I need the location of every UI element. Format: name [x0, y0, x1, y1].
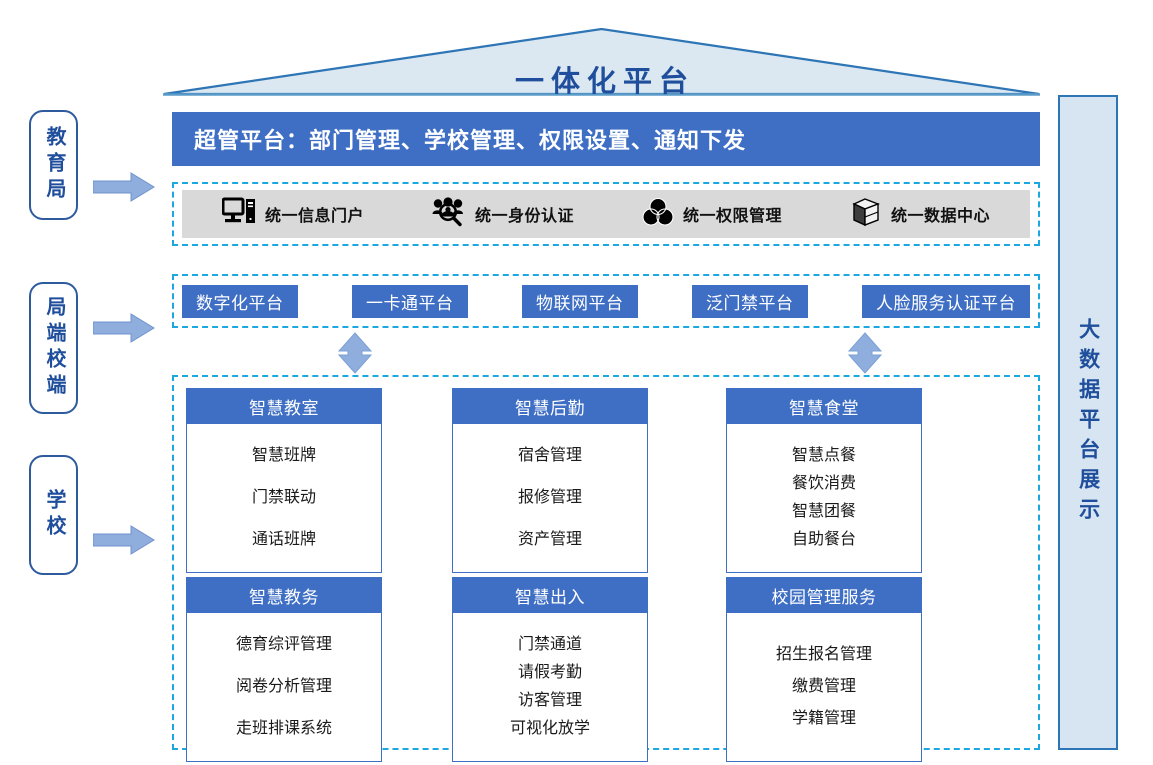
- module-card-body: 智慧点餐餐饮消费智慧团餐自助餐台: [727, 424, 921, 572]
- module-card-item[interactable]: 可视化放学: [509, 720, 590, 737]
- unified-service-item-portal[interactable]: 统一信息门户: [221, 197, 364, 232]
- venn-circles-icon: [642, 197, 674, 232]
- module-card-body: 门禁通道请假考勤访客管理可视化放学: [453, 613, 647, 761]
- module-card-item[interactable]: 资产管理: [517, 531, 582, 548]
- platform-tag-access-control[interactable]: 泛门禁平台: [692, 284, 808, 318]
- unified-service-item-identity[interactable]: 统一身份认证: [432, 196, 574, 232]
- bigdata-platform-label: 大数据平台展示: [1076, 317, 1100, 528]
- platform-tag-face-auth[interactable]: 人脸服务认证平台: [862, 284, 1030, 318]
- module-cards-grid: 智慧教室 智慧班牌门禁联动通话班牌 智慧后勤 宿舍管理报修管理资产管理 智慧食堂…: [186, 388, 1026, 762]
- module-card-item[interactable]: 招生报名管理: [775, 646, 872, 663]
- module-card-item[interactable]: 访客管理: [517, 692, 582, 709]
- module-card-item[interactable]: 阅卷分析管理: [235, 678, 332, 695]
- module-card-item[interactable]: 走班排课系统: [235, 720, 332, 737]
- double-arrow-vertical-icon: [844, 332, 886, 379]
- module-card-smart-logistics[interactable]: 智慧后勤 宿舍管理报修管理资产管理: [452, 388, 648, 573]
- roof-banner: 一体化平台: [163, 28, 1040, 98]
- module-card-title: 校园管理服务: [727, 578, 921, 613]
- module-card-smart-canteen[interactable]: 智慧食堂 智慧点餐餐饮消费智慧团餐自助餐台: [726, 388, 922, 573]
- unified-service-label: 统一信息门户: [264, 208, 364, 225]
- stage-label-bureau-school-end: 局端校端: [29, 282, 78, 414]
- right-arrow-icon: [92, 172, 155, 207]
- module-card-item[interactable]: 德育综评管理: [235, 636, 332, 653]
- unified-service-item-permission[interactable]: 统一权限管理: [642, 197, 782, 232]
- module-card-item[interactable]: 智慧团餐: [791, 503, 856, 520]
- platforms-dashed-frame: [172, 274, 1040, 328]
- module-card-item[interactable]: 缴费管理: [791, 678, 856, 695]
- platform-tag-digital[interactable]: 数字化平台: [182, 284, 298, 318]
- unified-services-dashed-frame: [172, 182, 1040, 246]
- module-card-campus-management-service[interactable]: 校园管理服务 招生报名管理缴费管理学籍管理: [726, 577, 922, 762]
- module-card-item[interactable]: 门禁联动: [251, 489, 316, 506]
- stage-label-school: 学校: [29, 455, 78, 575]
- module-card-item[interactable]: 智慧班牌: [251, 447, 316, 464]
- roof-triangle-shape: [163, 28, 1040, 96]
- super-admin-banner: 超管平台：部门管理、学校管理、权限设置、通知下发: [172, 112, 1040, 166]
- module-card-title: 智慧教务: [187, 578, 381, 613]
- module-card-item[interactable]: 餐饮消费: [791, 475, 856, 492]
- module-card-body: 德育综评管理阅卷分析管理走班排课系统: [187, 613, 381, 761]
- module-card-item[interactable]: 智慧点餐: [791, 447, 856, 464]
- unified-service-label: 统一权限管理: [682, 208, 782, 225]
- page-title: 一体化平台: [514, 66, 695, 98]
- module-card-item[interactable]: 请假考勤: [517, 664, 582, 681]
- module-card-item[interactable]: 通话班牌: [251, 531, 316, 548]
- right-arrow-icon: [92, 313, 155, 348]
- module-card-smart-academic-affairs[interactable]: 智慧教务 德育综评管理阅卷分析管理走班排课系统: [186, 577, 382, 762]
- module-card-item[interactable]: 门禁通道: [517, 636, 582, 653]
- unified-service-label: 统一数据中心: [890, 208, 990, 225]
- module-card-title: 智慧出入: [453, 578, 647, 613]
- data-cube-icon: [850, 196, 882, 233]
- monitor-desktop-icon: [221, 197, 256, 232]
- module-card-body: 招生报名管理缴费管理学籍管理: [727, 613, 921, 761]
- unified-service-item-datacenter[interactable]: 统一数据中心: [850, 196, 990, 233]
- module-card-smart-classroom[interactable]: 智慧教室 智慧班牌门禁联动通话班牌: [186, 388, 382, 573]
- bigdata-platform-panel: 大数据平台展示: [1058, 95, 1118, 750]
- unified-services-bar: 统一信息门户 统一身份认证: [182, 190, 1030, 238]
- module-card-item[interactable]: 自助餐台: [791, 531, 856, 548]
- module-card-title: 智慧食堂: [727, 389, 921, 424]
- module-card-title: 智慧后勤: [453, 389, 647, 424]
- unified-service-label: 统一身份认证: [474, 208, 574, 225]
- platform-tag-onecard[interactable]: 一卡通平台: [352, 284, 468, 318]
- module-card-item[interactable]: 报修管理: [517, 489, 582, 506]
- module-card-item[interactable]: 学籍管理: [791, 710, 856, 727]
- stage-label-text: 教育局: [43, 126, 65, 204]
- module-card-smart-entry-exit[interactable]: 智慧出入 门禁通道请假考勤访客管理可视化放学: [452, 577, 648, 762]
- stage-label-education-bureau: 教育局: [29, 110, 78, 220]
- module-card-body: 智慧班牌门禁联动通话班牌: [187, 424, 381, 572]
- module-card-title: 智慧教室: [187, 389, 381, 424]
- right-arrow-icon: [92, 525, 155, 560]
- platform-tag-iot[interactable]: 物联网平台: [522, 284, 638, 318]
- stage-label-text: 学校: [43, 489, 65, 541]
- user-identity-search-icon: [432, 196, 466, 232]
- module-card-item[interactable]: 宿舍管理: [517, 447, 582, 464]
- platform-tag-row: 数字化平台 一卡通平台 物联网平台 泛门禁平台 人脸服务认证平台: [182, 281, 1030, 321]
- module-card-body: 宿舍管理报修管理资产管理: [453, 424, 647, 572]
- stage-label-text: 局端校端: [43, 296, 65, 400]
- double-arrow-vertical-icon: [334, 332, 376, 379]
